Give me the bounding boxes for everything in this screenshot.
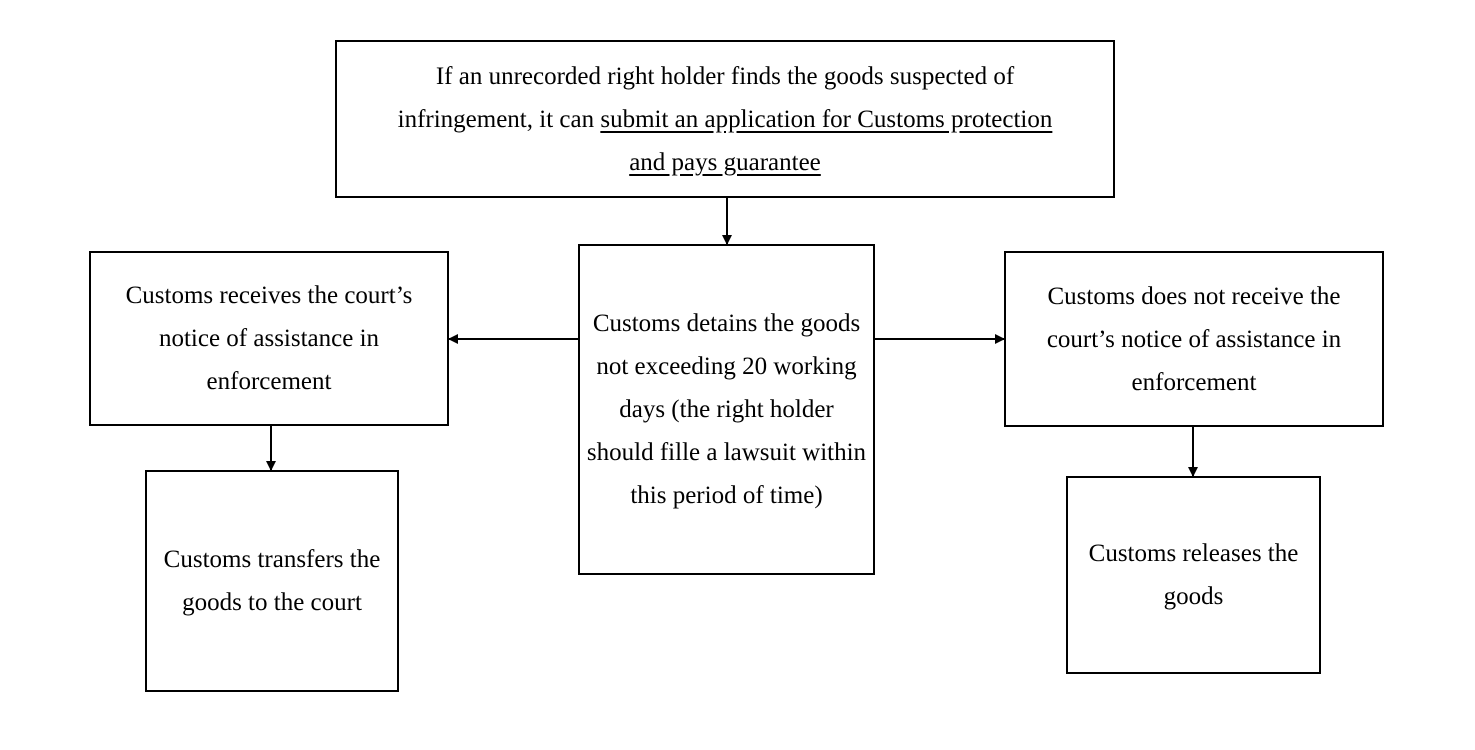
- node-right-holder-application: If an unrecorded right holder finds the …: [335, 40, 1115, 198]
- node-customs-releases-goods: Customs releases the goods: [1066, 476, 1321, 674]
- node-customs-no-notice-text: Customs does not receive the court’s not…: [1046, 282, 1342, 396]
- node-customs-releases-goods-text: Customs releases the goods: [1088, 540, 1299, 610]
- node-customs-detains-goods: Customs detains the goods not exceeding …: [578, 244, 875, 575]
- node-customs-receives-notice-text: Customs receives the court’s notice of a…: [125, 282, 413, 395]
- node-customs-detains-goods-text: Customs detains the goods not exceeding …: [586, 310, 867, 509]
- node-right-holder-application-text: If an unrecorded right holder finds the …: [377, 55, 1073, 184]
- node-customs-no-notice: Customs does not receive the court’s not…: [1004, 251, 1384, 427]
- node-customs-transfers-goods: Customs transfers the goods to the court: [145, 470, 399, 692]
- application-text-plain: If an unrecorded right holder finds the …: [397, 62, 1015, 133]
- node-customs-receives-notice: Customs receives the court’s notice of a…: [89, 251, 449, 426]
- application-text-underlined: submit an application for Customs protec…: [600, 105, 1053, 176]
- node-customs-transfers-goods-text: Customs transfers the goods to the court: [163, 546, 381, 616]
